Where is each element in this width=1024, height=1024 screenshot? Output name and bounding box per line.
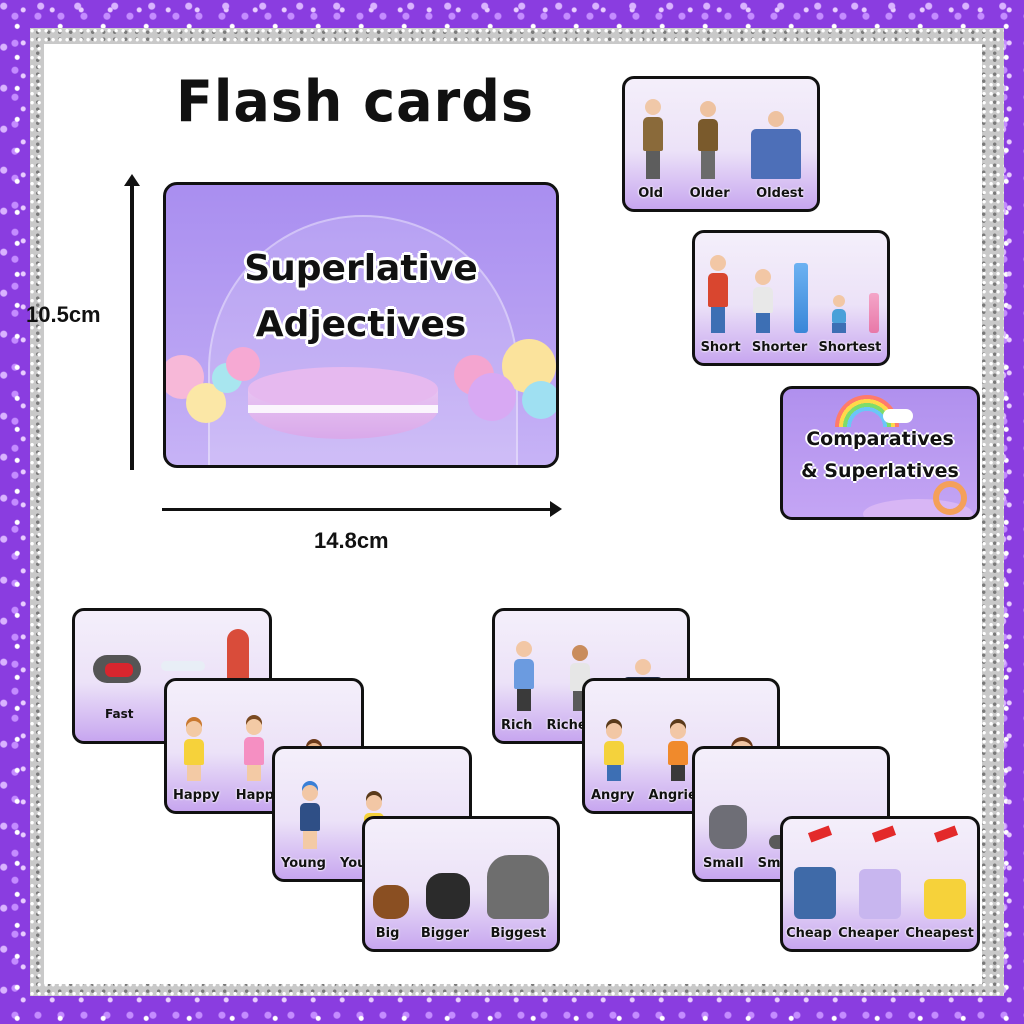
bear-icon xyxy=(373,885,410,919)
card-label: Old xyxy=(638,186,664,201)
card-label: Fast xyxy=(105,707,134,721)
angrier-boy-icon xyxy=(663,723,693,781)
happier-girl-icon xyxy=(239,719,269,781)
card-label: Cheaper xyxy=(838,926,900,941)
series-title-line1: Comparatives xyxy=(806,428,954,450)
card-label: Big xyxy=(375,926,400,941)
cover-title-line2: Adjectives xyxy=(255,304,467,345)
short-boy-icon xyxy=(703,255,733,333)
card-label: Riche xyxy=(546,718,587,733)
gorilla-icon xyxy=(425,873,470,919)
card-label: Young xyxy=(281,856,326,871)
cover-title-line1: Superlative xyxy=(244,248,478,289)
height-label: 10.5cm xyxy=(26,302,101,327)
card-short: Short Shorter Shortest xyxy=(692,230,890,366)
card-label: Happy xyxy=(173,788,220,803)
float-ring-icon xyxy=(933,481,967,515)
card-label: Rich xyxy=(501,718,533,733)
width-arrow xyxy=(162,501,562,517)
card-label: Angry xyxy=(591,788,635,803)
page-title: Flash cards xyxy=(175,68,535,135)
young-boy-icon xyxy=(295,785,325,849)
oldest-man-chair-icon xyxy=(748,111,804,179)
cardigan-icon xyxy=(858,869,901,919)
card-label: Sm xyxy=(757,856,781,871)
card-label: Small xyxy=(703,856,744,871)
series-title-card: Comparatives & Superlatives xyxy=(780,386,980,520)
width-label: 14.8cm xyxy=(314,528,389,553)
rich-man-icon xyxy=(509,641,539,711)
tshirt-icon xyxy=(923,879,966,919)
rocket-icon xyxy=(227,629,249,683)
airplane-icon xyxy=(161,661,205,671)
card-label: Short xyxy=(700,340,741,355)
cat-icon xyxy=(709,805,747,849)
card-label: Angrie xyxy=(648,788,697,803)
shorter-boy-height-chart-icon xyxy=(748,269,778,333)
card-label: Cheapest xyxy=(905,926,974,941)
older-man-icon xyxy=(693,101,723,179)
card-old: Old Older Oldest xyxy=(622,76,820,212)
shortest-boy-icon xyxy=(824,295,854,333)
elephant-icon xyxy=(486,855,549,919)
card-cheap: Cheap Cheaper Cheapest xyxy=(780,816,980,952)
small-height-chart-icon xyxy=(869,293,880,333)
card-label: Bigger xyxy=(420,926,470,941)
card-label: Oldest xyxy=(756,186,804,201)
card-label: Cheap xyxy=(786,926,832,941)
series-title-line2: & Superlatives xyxy=(801,460,959,482)
height-arrow xyxy=(124,174,140,470)
denim-jacket-icon xyxy=(794,867,837,919)
card-label: Biggest xyxy=(490,926,547,941)
card-big: Big Bigger Biggest xyxy=(362,816,560,952)
height-chart-icon xyxy=(793,263,808,333)
happy-girl-icon xyxy=(179,721,209,781)
cover-card: Superlative Adjectives xyxy=(163,182,559,468)
card-label: Shortest xyxy=(818,340,882,355)
card-label: Older xyxy=(689,186,730,201)
old-man-icon xyxy=(638,99,668,179)
cloud-icon xyxy=(883,409,913,423)
angry-boy-icon xyxy=(599,723,629,781)
card-label: Shorter xyxy=(751,340,808,355)
